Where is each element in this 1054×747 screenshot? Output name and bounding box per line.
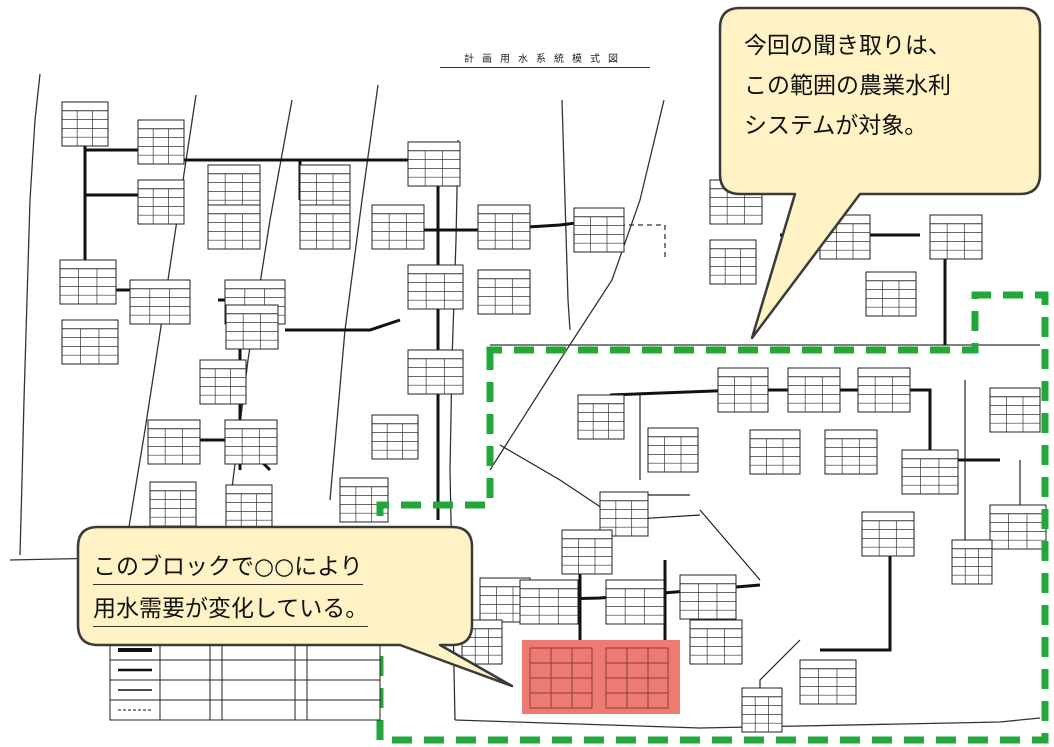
facility-table [679, 574, 737, 620]
facility-table [225, 304, 279, 350]
facility-table [199, 359, 247, 405]
facility-table [224, 419, 278, 465]
facility-table [573, 207, 625, 253]
facility-table [59, 259, 117, 305]
facility-table [225, 484, 273, 530]
facility-table [149, 481, 197, 527]
branch-3 [499, 444, 701, 521]
callout-top-line-1: 今回の聞き取りは、 [744, 33, 951, 59]
facility-table [741, 687, 783, 733]
canal-8 [285, 318, 401, 332]
legend-table [109, 639, 381, 721]
dashed-connector-1 [620, 224, 666, 260]
river-line-10 [454, 717, 1041, 729]
facility-table [989, 504, 1047, 550]
facility-table [137, 119, 185, 165]
facility-table [689, 619, 743, 665]
facility-table [929, 214, 983, 260]
facility-table [61, 101, 109, 147]
facility-table [799, 659, 857, 705]
target-boundary [376, 291, 1049, 744]
facility-table [605, 579, 665, 625]
callout-top-bubble [718, 6, 1042, 340]
facility-table [824, 429, 878, 475]
facility-table [339, 477, 389, 523]
facility-table [477, 204, 531, 250]
facility-table [865, 271, 917, 317]
river-line-7 [489, 99, 665, 471]
facility-table [61, 319, 119, 365]
facility-table [519, 579, 579, 625]
facility-table [709, 239, 757, 285]
facility-table [901, 449, 959, 495]
facility-table [407, 264, 464, 310]
facility-table [371, 204, 425, 250]
facility-table [599, 491, 649, 537]
facility-table [299, 164, 351, 210]
callout-top-line-2: この範囲の農業水利 [744, 73, 951, 99]
facility-table [989, 387, 1041, 433]
facility-table [371, 414, 419, 460]
river-line-6 [561, 99, 571, 331]
callout-bottom-line-1: このブロックで○○により [93, 550, 363, 585]
callout-top-text: 今回の聞き取りは、 この範囲の農業水利 システムが対象。 [744, 26, 1044, 146]
callout-bottom-bubble [76, 525, 514, 688]
facility-table [951, 539, 993, 585]
facility-table [207, 204, 261, 250]
facility-table [787, 367, 841, 413]
facility-table [647, 427, 699, 473]
facility-table [147, 419, 201, 465]
facility-table [407, 141, 461, 187]
facility-table [749, 429, 801, 475]
target-boundary-outline [376, 291, 1049, 744]
callout-bottom-line-2: 用水需要が変化している。 [93, 592, 369, 627]
callout-top-line-3: システムが対象。 [744, 113, 928, 139]
facility-table [857, 367, 911, 413]
facility-table [861, 511, 915, 557]
canal-15 [820, 520, 892, 652]
highlight-block [522, 640, 680, 714]
callout-bottom-text: このブロックで○○により 用水需要が変化している。 [93, 546, 463, 630]
facility-table [561, 529, 613, 575]
facility-table [717, 367, 769, 413]
facility-table [137, 179, 185, 225]
river-line-4 [329, 84, 379, 501]
facility-table [577, 394, 625, 440]
facility-tables [59, 101, 1047, 733]
highlight-block-grid [529, 647, 669, 709]
facility-table [407, 349, 464, 395]
diagram-title: 計画用水系統模式図 [440, 50, 650, 68]
legend-symbols [118, 648, 152, 711]
facility-table [129, 279, 191, 325]
facility-table [207, 164, 261, 210]
river-line-1 [19, 73, 41, 556]
branch-4 [699, 509, 761, 581]
facility-table [477, 269, 531, 315]
facility-table [299, 204, 351, 250]
